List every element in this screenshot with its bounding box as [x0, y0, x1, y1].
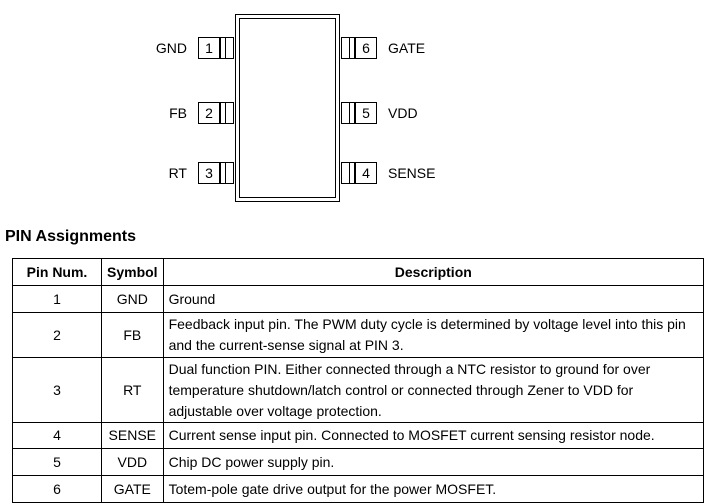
- table-row: 2 FB Feedback input pin. The PWM duty cy…: [12, 312, 705, 358]
- pin-lead-6: [341, 37, 355, 59]
- pin-label-rt: RT: [168, 165, 187, 181]
- description-line: adjustable over voltage protection.: [168, 402, 382, 419]
- pin-number-3: 3: [198, 162, 220, 184]
- pin-lead-5: [341, 102, 355, 124]
- cell-pin-num: 2: [12, 312, 102, 358]
- pin-number-1: 1: [198, 37, 220, 59]
- pin-label-vdd: VDD: [388, 105, 418, 121]
- header-symbol: Symbol: [101, 258, 164, 286]
- pin-lead-3: [220, 162, 234, 184]
- cell-description: Ground: [162, 285, 705, 313]
- cell-pin-num: 4: [12, 422, 102, 449]
- pin-label-fb: FB: [169, 105, 187, 121]
- pin-number-2: 2: [198, 102, 220, 124]
- chip-body-inner-outline: [239, 18, 336, 198]
- cell-description: Totem-pole gate drive output for the pow…: [162, 475, 705, 503]
- section-title: PIN Assignments: [5, 228, 136, 245]
- cell-description: Feedback input pin. The PWM duty cycle i…: [162, 312, 705, 358]
- header-pin-num: Pin Num.: [12, 258, 102, 286]
- package-diagram: GND 1 FB 2 RT 3 6 GATE 5 VDD 4 SENSE: [0, 0, 715, 215]
- chip-body: [235, 14, 340, 202]
- table-row: 1 GND Ground: [12, 285, 705, 313]
- cell-symbol: GND: [101, 285, 164, 313]
- description-line: Dual function PIN. Either connected thro…: [168, 360, 651, 377]
- cell-symbol: RT: [101, 357, 164, 423]
- cell-symbol: SENSE: [101, 422, 164, 449]
- table-row: 4 SENSE Current sense input pin. Connect…: [12, 422, 705, 449]
- table-row: 3 RT Dual function PIN. Either connected…: [12, 357, 705, 423]
- pin-number-5: 5: [355, 102, 377, 124]
- cell-pin-num: 6: [12, 475, 102, 503]
- cell-pin-num: 3: [12, 357, 102, 423]
- cell-pin-num: 5: [12, 448, 102, 476]
- cell-description: Chip DC power supply pin.: [162, 448, 705, 476]
- table-header-row: Pin Num. Symbol Description: [12, 258, 705, 286]
- pin-number-4: 4: [355, 162, 377, 184]
- description-line: Feedback input pin. The PWM duty cycle i…: [168, 316, 686, 332]
- pin-lead-4: [341, 162, 355, 184]
- pin-number-6: 6: [355, 37, 377, 59]
- cell-symbol: FB: [101, 312, 164, 358]
- cell-symbol: GATE: [101, 475, 164, 503]
- pin-lead-2: [220, 102, 234, 124]
- cell-description: Dual function PIN. Either connected thro…: [162, 357, 705, 423]
- description-line: and the current-sense signal at PIN 3.: [168, 337, 404, 353]
- pin-assignment-table: Pin Num. Symbol Description 1 GND Ground…: [12, 258, 705, 503]
- cell-symbol: VDD: [101, 448, 164, 476]
- pin-lead-1: [220, 37, 234, 59]
- table-row: 6 GATE Totem-pole gate drive output for …: [12, 475, 705, 503]
- pin-label-gnd: GND: [155, 40, 187, 56]
- cell-pin-num: 1: [12, 285, 102, 313]
- header-description: Description: [162, 258, 705, 286]
- pin-label-sense: SENSE: [388, 165, 436, 181]
- description-line: temperature shutdown/latch control or co…: [168, 381, 634, 398]
- table-row: 5 VDD Chip DC power supply pin.: [12, 448, 705, 476]
- pin-label-gate: GATE: [388, 40, 426, 56]
- cell-description: Current sense input pin. Connected to MO…: [162, 422, 705, 449]
